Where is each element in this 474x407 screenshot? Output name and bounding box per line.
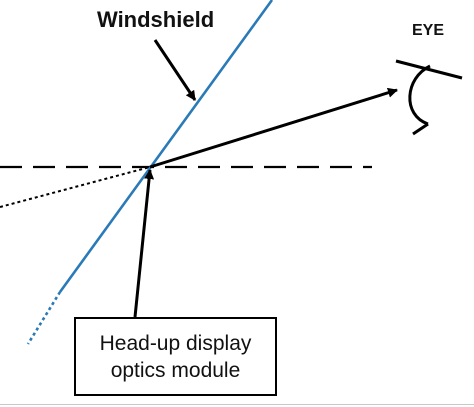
reflected-ray-arrow: [149, 87, 398, 169]
windshield-dotted-extension: [26, 291, 62, 345]
virtual-image-ray: [0, 166, 151, 208]
module-label-line2: optics module: [110, 358, 241, 382]
projection-ray-arrow: [133, 169, 155, 318]
eye-label: EYE: [412, 22, 445, 39]
bottom-divider: [0, 404, 474, 405]
windshield-label: Windshield: [97, 7, 215, 32]
windshield-line: [58, 0, 274, 293]
windshield-pointer-arrow: [153, 39, 197, 101]
optics-module-box: Head-up display optics module: [74, 317, 277, 396]
module-label-line1: Head-up display: [99, 331, 252, 355]
eye-icon: [395, 59, 463, 136]
